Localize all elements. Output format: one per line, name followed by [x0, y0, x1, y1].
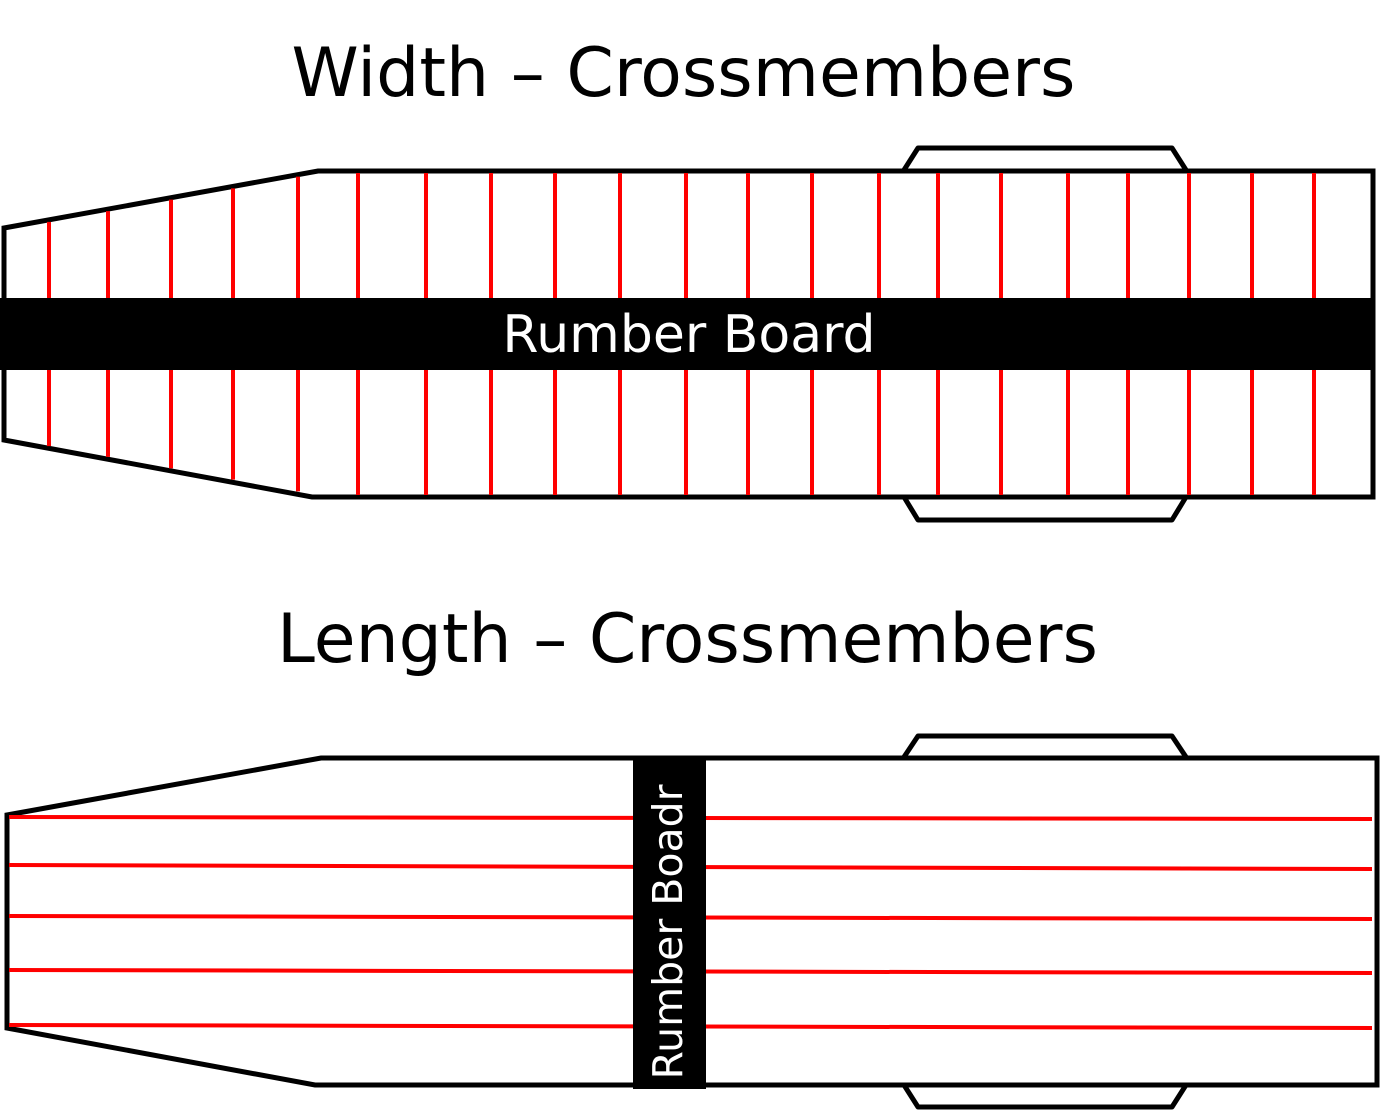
length-crossmembers-title: Length – Crossmembers	[277, 600, 1098, 679]
length-diagram: Rumber Boadr	[4, 733, 1380, 1110]
width-bottom-tab	[901, 495, 1189, 523]
width-diagram: Rumber Board	[0, 145, 1376, 523]
width-rumber-board	[0, 298, 1373, 370]
length-top-tab	[901, 733, 1189, 759]
width-crossmembers-title: Width – Crossmembers	[291, 34, 1076, 113]
length-rumber-board	[633, 760, 706, 1089]
width-rumber-board-label: Rumber Board	[502, 305, 875, 365]
width-top-tab	[901, 145, 1189, 172]
length-rumber-board-label: Rumber Boadr	[644, 784, 692, 1079]
length-bottom-tab	[901, 1083, 1189, 1110]
